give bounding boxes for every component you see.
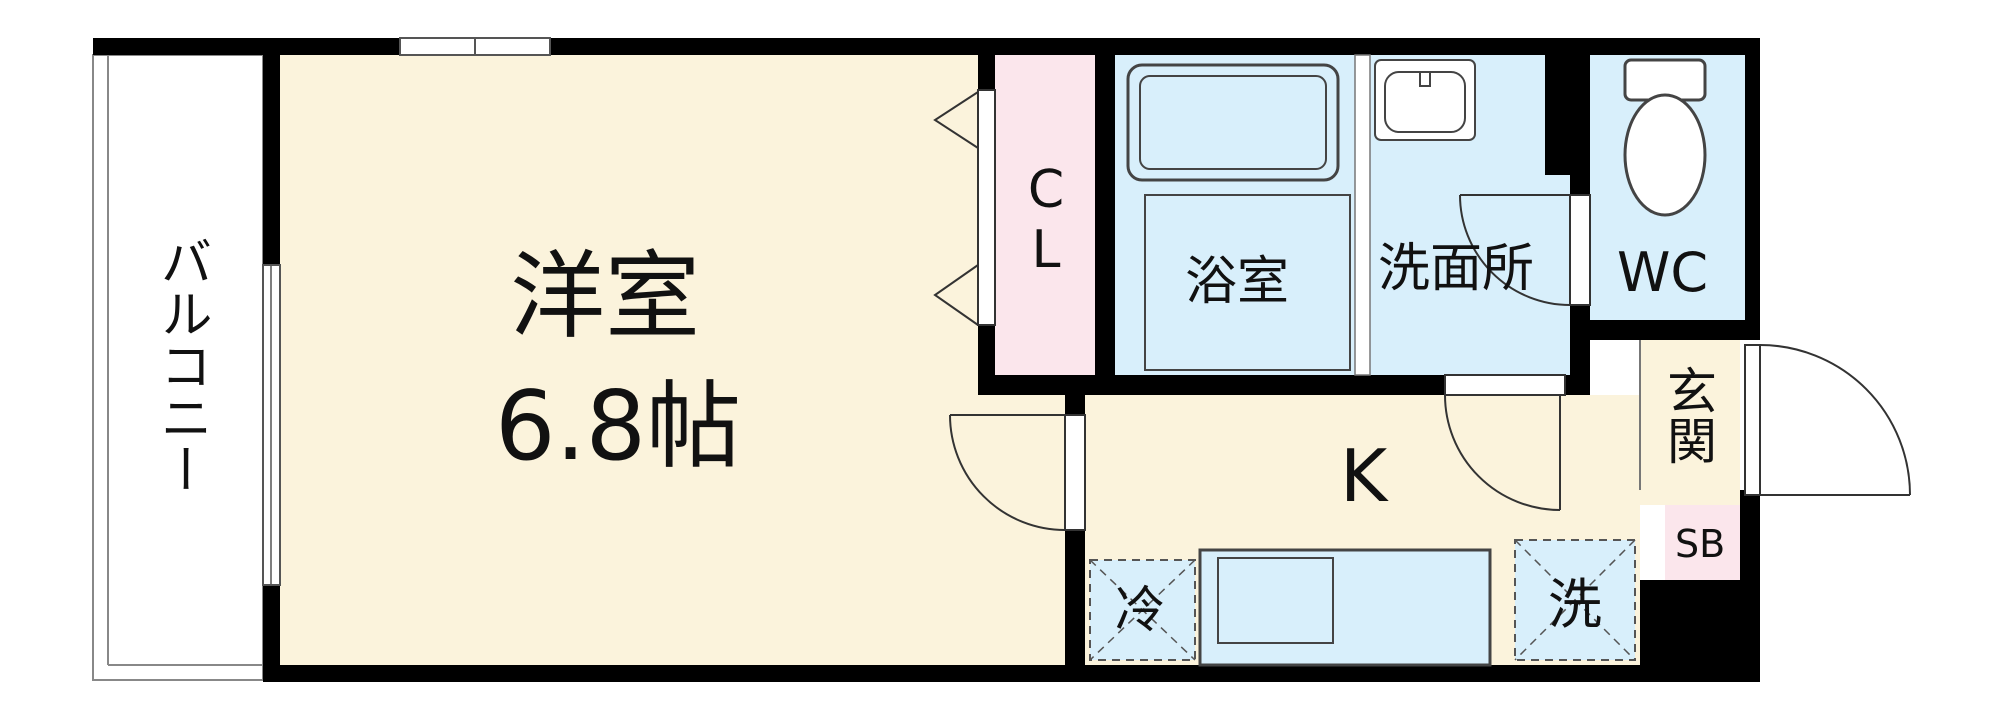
entrance-label: 玄関 (1659, 365, 1717, 465)
washroom-label: 洗面所 (1378, 239, 1535, 299)
kitchen-label: K (1340, 434, 1388, 518)
bath-label: 浴室 (1185, 252, 1290, 312)
closet-label: CL (1016, 160, 1076, 280)
washer-label: 洗 (1548, 573, 1602, 636)
entrance-door (1744, 344, 1911, 496)
shoebox-label: SB (1675, 522, 1726, 566)
kitchen-sink (1217, 557, 1334, 644)
fridge-label: 冷 (1115, 581, 1165, 639)
kitchen-upper-door (1444, 374, 1566, 511)
kitchen-counter (1198, 548, 1492, 667)
balcony-area (92, 54, 264, 681)
western-room-name: 洋室 (510, 242, 701, 352)
closet-doors (933, 89, 996, 326)
western-door (949, 414, 1086, 531)
washer-space (1514, 539, 1636, 661)
fridge-space (1089, 559, 1196, 661)
entrance-floor (1640, 340, 1740, 505)
shoebox-area (1665, 505, 1740, 580)
washroom-door (1459, 194, 1591, 306)
bathtub (1126, 63, 1340, 182)
closet-floor (995, 55, 1095, 375)
toilet-label: WC (1617, 241, 1709, 304)
toilet-bowl (1623, 58, 1707, 217)
western-room-floor (280, 55, 1065, 665)
bath-partition (1354, 54, 1371, 376)
balcony-label: バルコニー (151, 235, 211, 495)
bath-inner-line (1144, 194, 1351, 371)
western-room-size: 6.8帖 (495, 372, 742, 482)
